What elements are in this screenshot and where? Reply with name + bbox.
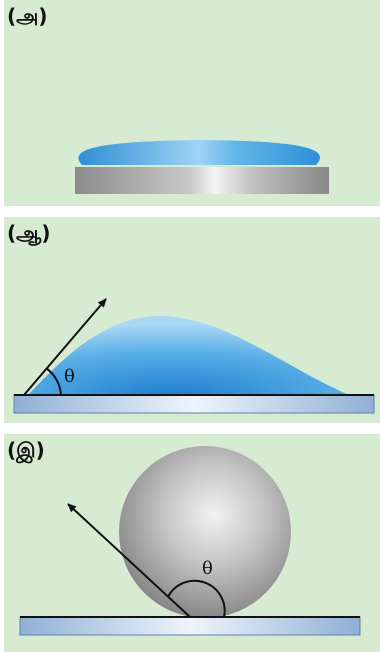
panel-c-diagram: θ: [4, 434, 380, 652]
panel-b-diagram: θ: [4, 217, 380, 423]
panel-c: (இ) θ: [4, 434, 380, 652]
sessile-droplet: [28, 316, 349, 395]
blue-substrate: [14, 395, 374, 413]
panel-b: (ஆ) θ: [4, 217, 380, 423]
flat-droplet: [78, 140, 320, 165]
sphere-droplet: [119, 446, 291, 618]
blue-substrate: [20, 617, 360, 635]
theta-label: θ: [64, 366, 75, 387]
panel-a-diagram: [4, 0, 380, 206]
theta-label: θ: [202, 558, 213, 579]
panel-a: (அ): [4, 0, 380, 206]
gray-substrate: [75, 167, 329, 194]
